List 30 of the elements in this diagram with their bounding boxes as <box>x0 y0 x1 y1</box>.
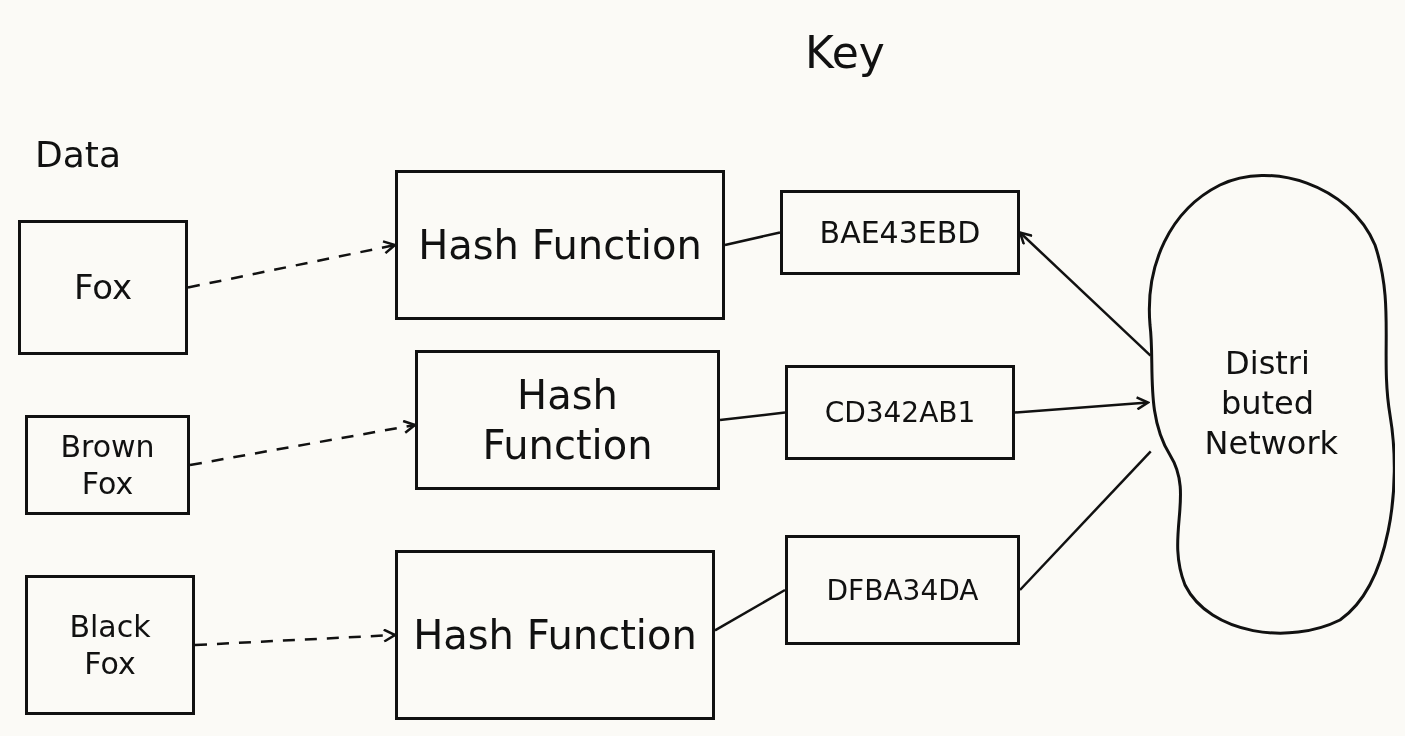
process-box <box>18 220 188 355</box>
node-label: Hash Function <box>417 221 703 270</box>
node-label: DFBA34DA <box>825 572 980 608</box>
process-box <box>785 365 1015 460</box>
node-label: Distri buted Network <box>1203 342 1340 463</box>
column-heading: Data <box>35 133 121 177</box>
process-box <box>25 415 190 515</box>
connector-line <box>1019 450 1152 591</box>
process-box <box>780 190 1020 275</box>
connector-line <box>1018 231 1152 357</box>
connector-line <box>724 231 781 247</box>
node-label: Fox <box>72 266 134 309</box>
node-label: Brown Fox <box>59 427 156 503</box>
process-box <box>785 535 1020 645</box>
dashed-arrow <box>189 419 417 467</box>
connector-line <box>714 588 786 632</box>
process-box <box>415 350 720 490</box>
node-label: BAE43EBD <box>818 213 982 252</box>
connector-line <box>1014 396 1150 414</box>
node-label: Black Fox <box>68 607 152 683</box>
process-box <box>395 550 715 720</box>
column-heading: Key <box>805 26 885 80</box>
process-box <box>395 170 725 320</box>
process-box <box>25 575 195 715</box>
dashed-arrow <box>187 240 397 289</box>
dashed-arrow <box>194 628 397 647</box>
node-label: Hash Function <box>412 611 698 660</box>
connector-line <box>719 411 786 422</box>
node-label: Hash Function <box>481 371 654 470</box>
node-label: CD342AB1 <box>823 395 977 430</box>
